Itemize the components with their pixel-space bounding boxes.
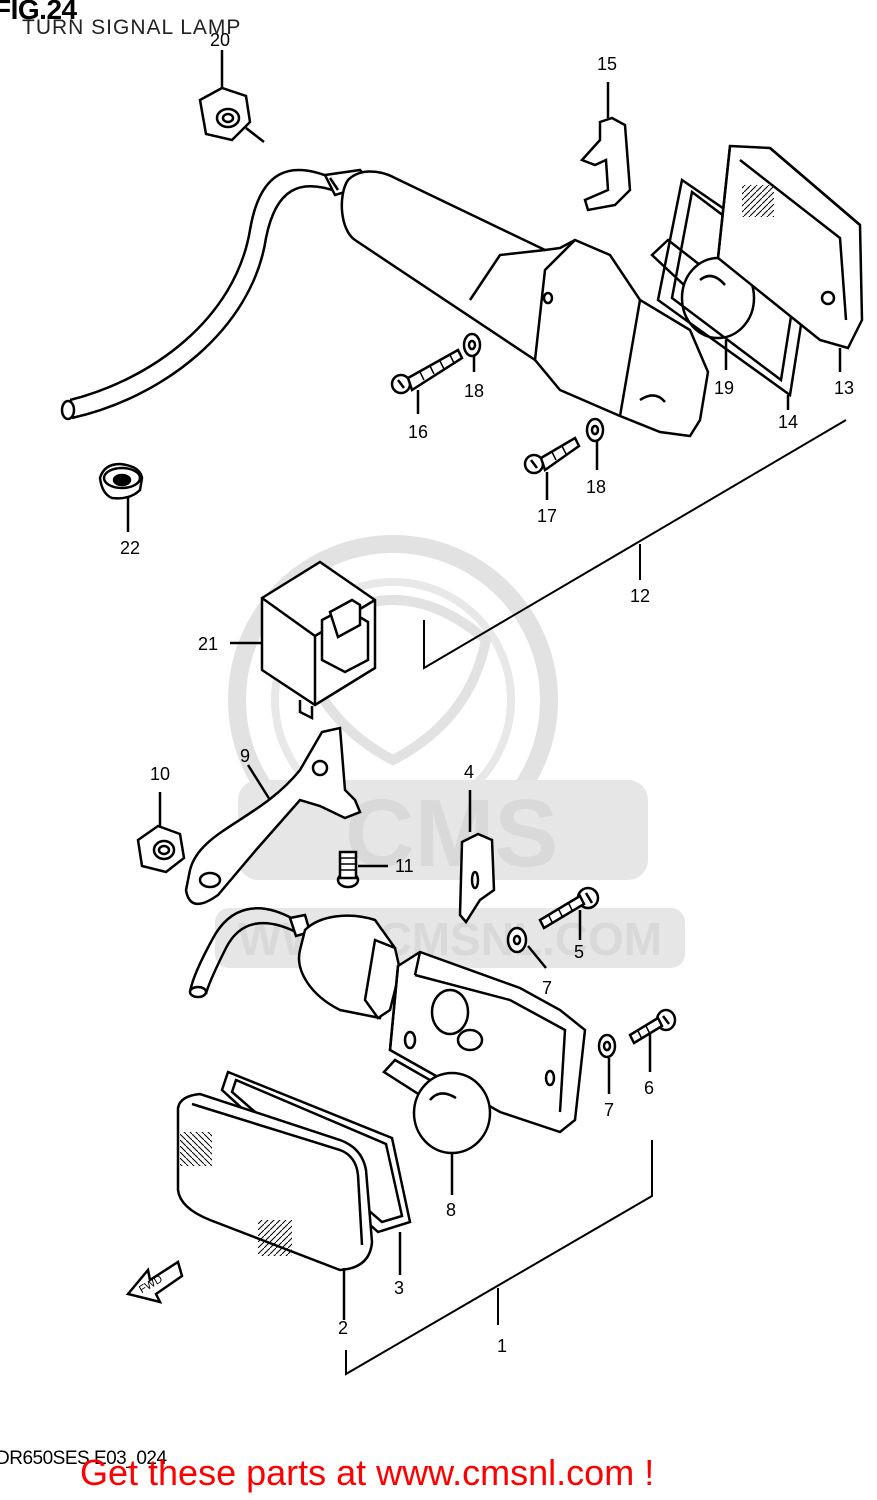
callout-20: 20: [210, 30, 230, 50]
screw-17: [523, 436, 581, 500]
callout-19: 19: [714, 378, 734, 398]
washer-18b: [585, 417, 605, 470]
lens-13: [716, 144, 864, 372]
callout-14: 14: [778, 412, 798, 432]
rear-lamp-body: [323, 168, 710, 438]
callout-12: 12: [630, 586, 650, 606]
bulb-8: [382, 1058, 492, 1195]
callout-5: 5: [574, 942, 584, 962]
front-lamp-body: [297, 914, 587, 1134]
bolt-11: [336, 850, 388, 889]
washer-7b: [597, 1033, 617, 1094]
screw-5: [538, 886, 600, 940]
callout-11: 11: [395, 856, 414, 876]
callout-8: 8: [446, 1200, 456, 1220]
clip-4: [458, 790, 496, 925]
screw-6: [628, 1008, 677, 1072]
callout-9: 9: [240, 746, 250, 766]
callout-17: 17: [537, 506, 557, 526]
rear-lamp-wire: [60, 168, 339, 421]
callout-16: 16: [408, 422, 428, 442]
washer-7a: [506, 926, 547, 969]
fwd-arrow-icon: [125, 1260, 184, 1304]
bracket-9: [184, 726, 362, 905]
washer-18a: [462, 332, 482, 372]
screw-16: [390, 348, 464, 414]
nut-20: [198, 50, 265, 143]
relay-21: [230, 560, 377, 721]
lens-2: [176, 1092, 374, 1320]
nut-10: [136, 792, 186, 874]
callout-7b: 7: [604, 1100, 614, 1120]
callout-4: 4: [464, 762, 474, 782]
leader-1: [345, 1140, 653, 1376]
figure-label: FIG.24: [0, 0, 77, 25]
figure-title: TURN SIGNAL LAMP: [22, 16, 242, 39]
watermark-brand: CMS: [345, 780, 558, 887]
shop-link-banner[interactable]: Get these parts at www.cmsnl.com !: [80, 1452, 655, 1493]
callout-7a: 7: [542, 978, 552, 998]
callout-18a: 18: [464, 381, 484, 401]
front-lamp-wire: [188, 907, 312, 999]
gasket-3: [220, 1070, 412, 1275]
clip-15: [579, 82, 632, 212]
callout-2: 2: [338, 1318, 348, 1338]
callout-18b: 18: [586, 477, 606, 497]
leader-12: [423, 419, 847, 670]
cms-watermark: CMS WWW.CMSNL.COM: [215, 535, 685, 968]
callout-10: 10: [150, 764, 170, 784]
callout-15: 15: [597, 54, 617, 74]
cushion-22: [98, 462, 144, 532]
callout-21: 21: [198, 634, 218, 654]
callout-22: 22: [120, 538, 140, 558]
callout-1: 1: [497, 1336, 507, 1356]
model-code: DR650SES E03_024: [0, 1448, 167, 1469]
callout-6: 6: [644, 1078, 654, 1098]
callout-3: 3: [394, 1278, 404, 1298]
callout-13: 13: [834, 378, 854, 398]
